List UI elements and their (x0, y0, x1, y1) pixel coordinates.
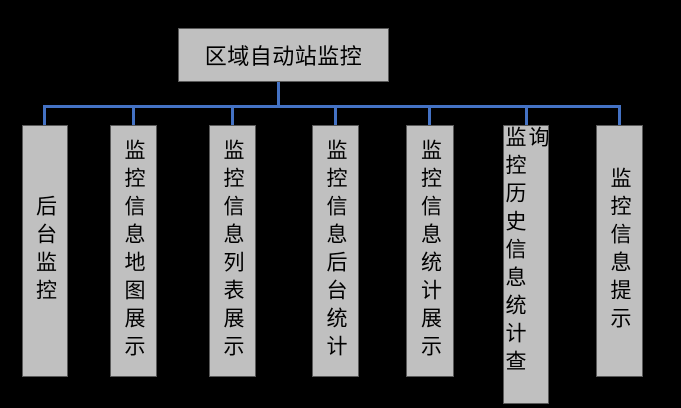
node-label: 监控历史信息统计查询 (503, 126, 549, 378)
connector-stub-7 (618, 105, 621, 126)
connector-stub-1 (43, 105, 46, 126)
root-node-label: 区域自动站监控 (204, 44, 363, 69)
connector-stub-6 (525, 105, 528, 126)
connector-horizontal-rail (44, 105, 621, 108)
connector-stub-2 (132, 105, 135, 126)
node-label: 监控信息统计展示 (418, 139, 443, 363)
node-label: 监控信息后台统计 (324, 139, 349, 363)
node-info-stats-display: 监控信息统计展示 (406, 125, 454, 377)
connector-stub-5 (428, 105, 431, 126)
connector-root-stub (277, 82, 280, 106)
node-history-stats-query: 监控历史信息统计查询 (503, 125, 549, 404)
connector-stub-4 (334, 105, 337, 126)
node-info-list-display: 监控信息列表展示 (209, 125, 256, 377)
node-backend-monitoring: 后台监控 (22, 125, 68, 377)
node-label: 监控信息提示 (608, 167, 633, 335)
root-node: 区域自动站监控 (178, 28, 389, 82)
node-info-map-display: 监控信息地图展示 (110, 125, 157, 377)
connector-stub-3 (231, 105, 234, 126)
node-label: 后台监控 (33, 195, 58, 307)
node-label: 监控信息地图展示 (122, 139, 147, 363)
node-info-backend-stats: 监控信息后台统计 (312, 125, 359, 377)
node-info-tips: 监控信息提示 (596, 125, 643, 377)
node-label: 监控信息列表展示 (221, 139, 246, 363)
